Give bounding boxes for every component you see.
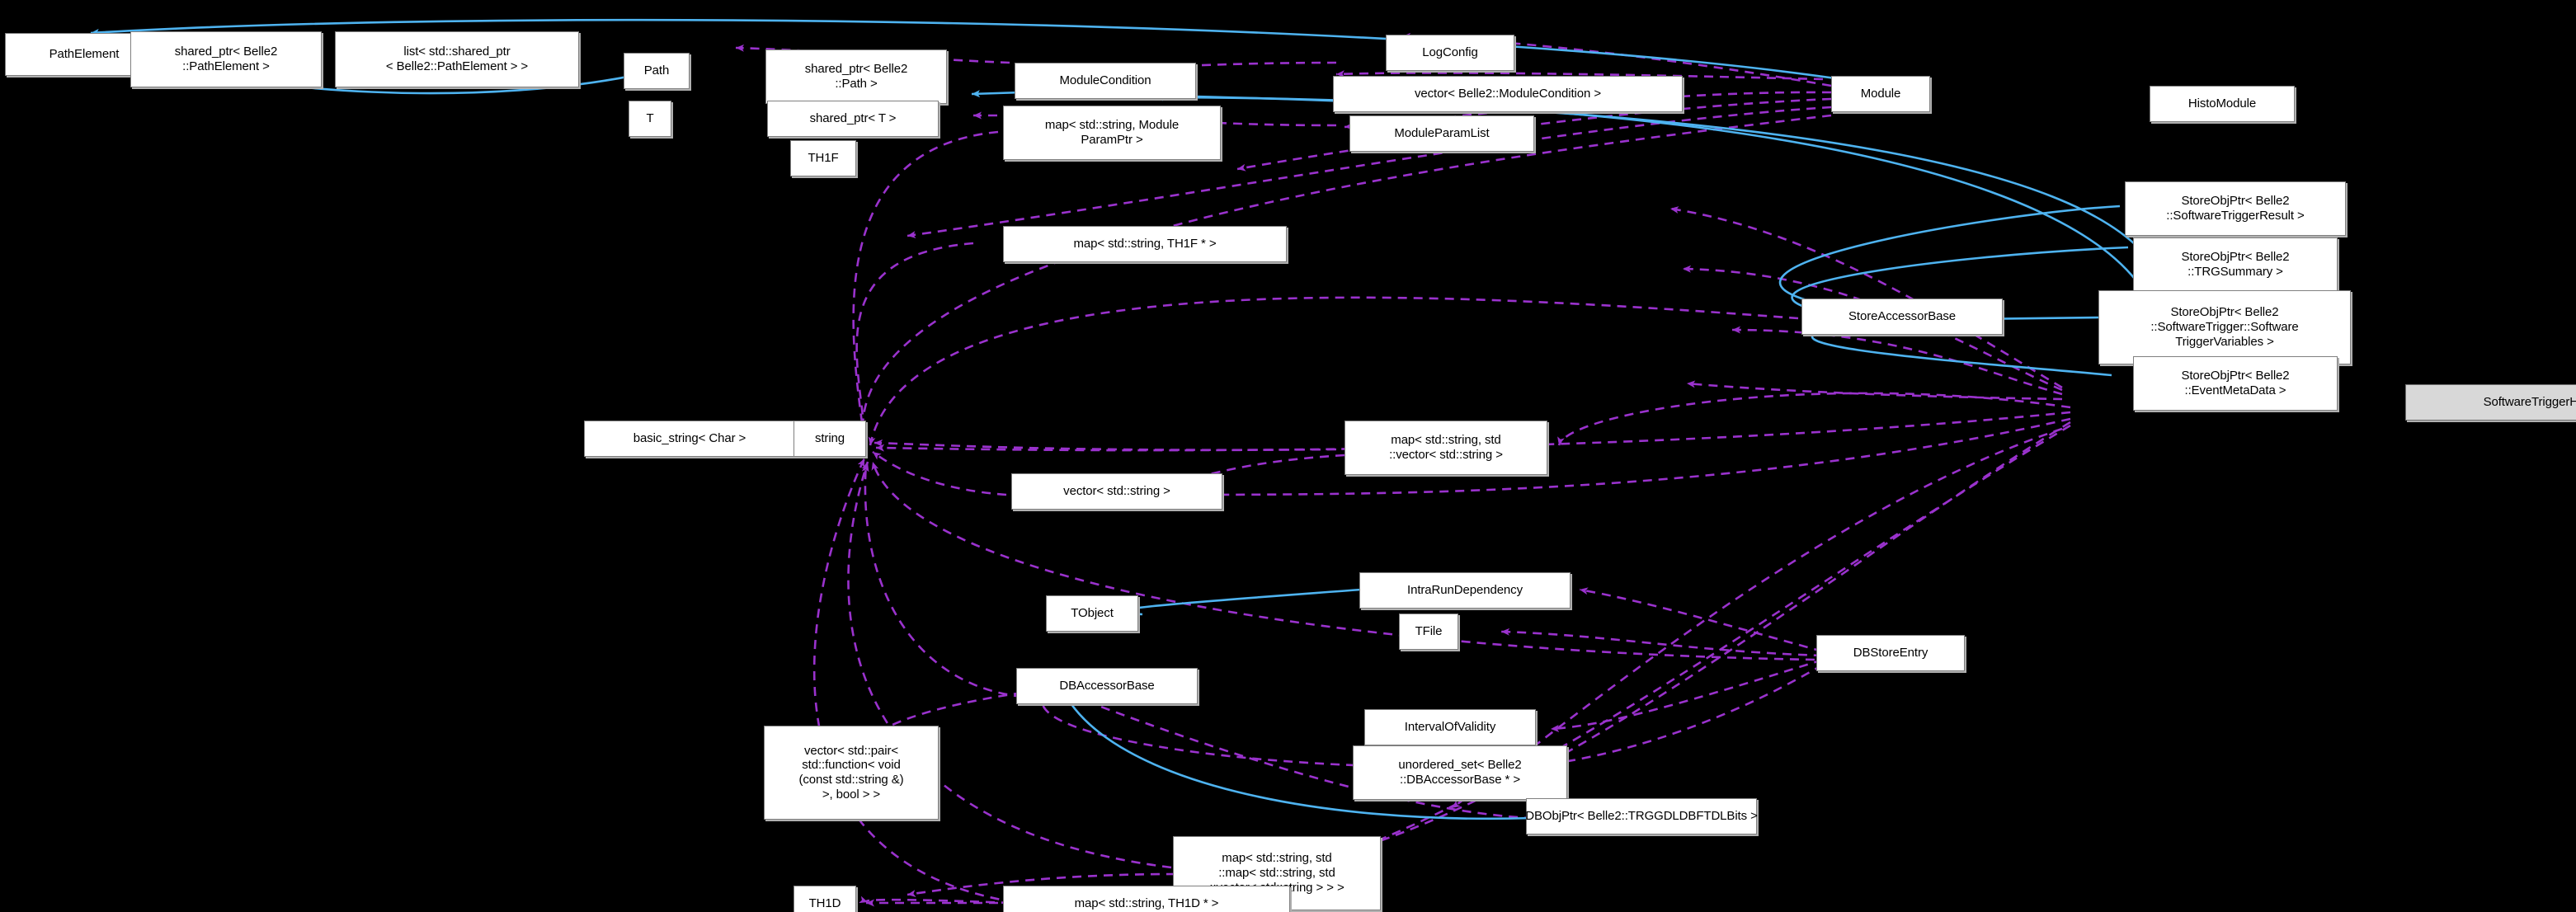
uml-node-moduleparamlist[interactable]: ModuleParamList [1349,115,1534,152]
uml-node-map_str_vecstr[interactable]: map< std::string, std ::vector< std::str… [1345,421,1547,475]
uml-node-label: list< std::shared_ptr < Belle2::PathElem… [385,45,529,73]
uml-node-sop_trgsummary[interactable]: StoreObjPtr< Belle2 ::TRGSummary > [2133,237,2338,292]
uml-node-dbaccessorbase[interactable]: DBAccessorBase [1016,668,1198,704]
uml-node-map_modparamptr[interactable]: map< std::string, Module ParamPtr > [1003,106,1221,160]
uml-node-label: DBAccessorBase [1059,679,1155,693]
uml-node-sop_swtrigvars[interactable]: StoreObjPtr< Belle2 ::SoftwareTrigger::S… [2098,290,2351,364]
uml-node-map_th1d[interactable]: map< std::string, TH1D * > [1003,886,1290,912]
uml-node-label: map< std::string, TH1D * > [1074,896,1219,911]
uml-node-label: LogConfig [1422,45,1478,60]
uml-node-basic_string[interactable]: basic_string< Char > [584,421,795,457]
uml-node-list_sharedptr[interactable]: list< std::shared_ptr < Belle2::PathElem… [335,31,579,87]
uml-node-tfile[interactable]: TFile [1399,613,1458,650]
uml-node-dbobjptr_trggdl[interactable]: DBObjPtr< Belle2::TRGGDLDBFTDLBits > [1525,798,1758,834]
uml-node-label: IntraRunDependency [1407,583,1523,598]
uml-node-label: map< std::string, std ::vector< std::str… [1389,433,1503,462]
uml-node-label: StoreObjPtr< Belle2 ::SoftwareTriggerRes… [2166,194,2305,223]
uml-node-label: StoreObjPtr< Belle2 ::TRGSummary > [2181,250,2290,279]
uml-node-label: vector< std::pair< std::function< void (… [798,743,904,802]
uml-node-storeaccessorbase[interactable]: StoreAccessorBase [1801,299,2003,335]
uml-node-label: DBStoreEntry [1853,646,1928,660]
uml-node-vec_pair_func[interactable]: vector< std::pair< std::function< void (… [764,726,939,820]
uml-node-label: shared_ptr< T > [809,111,897,126]
uml-node-histomodule[interactable]: HistoModule [2150,86,2295,122]
uml-node-label: StoreObjPtr< Belle2 ::SoftwareTrigger::S… [2150,305,2299,349]
uml-node-label: Path [643,63,670,78]
uml-node-label: map< std::string, Module ParamPtr > [1044,118,1180,147]
uml-node-label: TFile [1415,624,1443,639]
uml-node-label: IntervalOfValidity [1404,720,1496,735]
uml-node-sharedptr_t[interactable]: shared_ptr< T > [767,101,939,137]
uml-node-label: HistoModule [2187,96,2257,111]
uml-node-th1f[interactable]: TH1F [790,140,856,176]
uml-node-label: vector< std::string > [1063,484,1170,499]
usage-edges [101,32,2071,910]
uml-node-label: shared_ptr< Belle2 ::PathElement > [174,45,278,73]
uml-node-t[interactable]: T [629,101,671,137]
uml-node-label: Module [1860,87,1901,101]
uml-node-modulecondition[interactable]: ModuleCondition [1015,63,1196,99]
uml-node-label: T [646,111,654,126]
uml-node-vec_modulecond[interactable]: vector< Belle2::ModuleCondition > [1333,76,1683,112]
uml-node-label: ModuleCondition [1059,73,1151,88]
uml-node-intervalofvalidity[interactable]: IntervalOfValidity [1364,709,1536,745]
uml-node-map_th1f[interactable]: map< std::string, TH1F * > [1003,226,1287,262]
uml-node-label: shared_ptr< Belle2 ::Path > [804,62,908,91]
uml-node-sop_swtrigres[interactable]: StoreObjPtr< Belle2 ::SoftwareTriggerRes… [2125,181,2346,236]
uml-node-label: basic_string< Char > [633,431,746,446]
uml-node-label: TH1F [808,151,839,166]
uml-node-string[interactable]: string [794,421,866,457]
uml-node-label: map< std::string, TH1F * > [1073,237,1217,252]
uml-node-unordered_set_dbab[interactable]: unordered_set< Belle2 ::DBAccessorBase *… [1353,745,1567,800]
uml-node-label: vector< Belle2::ModuleCondition > [1414,87,1601,101]
uml-node-label: TH1D [808,896,841,911]
uml-node-label: unordered_set< Belle2 ::DBAccessorBase *… [1398,758,1522,787]
uml-node-th1d[interactable]: TH1D [794,886,856,912]
uml-node-sharedptr_path[interactable]: shared_ptr< Belle2 ::Path > [765,49,947,104]
uml-node-dbstoreentry[interactable]: DBStoreEntry [1816,635,1965,671]
uml-node-swtriggerhltdqm[interactable]: SoftwareTriggerHLTDQMModule [2405,384,2576,421]
uml-node-intrarundependency[interactable]: IntraRunDependency [1359,572,1571,609]
uml-node-module[interactable]: Module [1831,76,1930,112]
uml-node-label: string [814,431,845,446]
uml-node-label: SoftwareTriggerHLTDQMModule [2483,395,2576,410]
uml-node-label: TObject [1071,606,1114,621]
uml-node-vec_string[interactable]: vector< std::string > [1011,473,1222,510]
uml-node-logconfig[interactable]: LogConfig [1386,35,1514,71]
uml-node-label: StoreObjPtr< Belle2 ::EventMetaData > [2181,369,2290,397]
uml-node-label: DBObjPtr< Belle2::TRGGDLDBFTDLBits > [1525,809,1758,824]
uml-node-tobject[interactable]: TObject [1046,595,1138,632]
uml-node-label: ModuleParamList [1394,126,1490,141]
uml-node-path[interactable]: Path [624,53,690,89]
uml-node-label: PathElement [49,47,120,62]
uml-node-label: StoreAccessorBase [1848,309,1957,324]
uml-node-sharedptr_pathel[interactable]: shared_ptr< Belle2 ::PathElement > [130,31,322,87]
uml-node-sop_eventmeta[interactable]: StoreObjPtr< Belle2 ::EventMetaData > [2133,356,2338,411]
